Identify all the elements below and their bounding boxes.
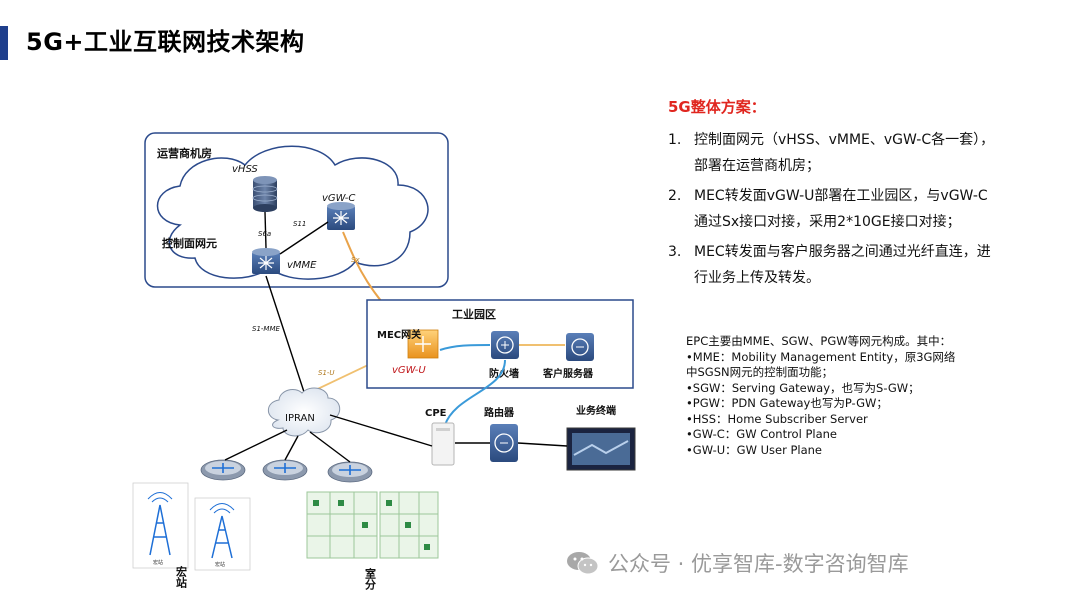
firewall-label: 防火墙 [489, 367, 519, 380]
plan-item: 2.MEC转发面vGW-U部署在工业园区，与vGW-C通过Sx接口对接，采用2*… [668, 188, 988, 230]
firewall-icon [491, 331, 519, 359]
s6a-link [264, 211, 267, 249]
customer-server-label: 客户服务器 [542, 367, 594, 380]
hub-icon-1 [200, 459, 246, 481]
hub-icon-3 [327, 461, 373, 483]
vgwc-switch-icon [327, 202, 355, 230]
plan-panel: 5G整体方案： 1.控制面网元（vHSS、vMME、vGW-C各一套），部署在运… [668, 96, 998, 295]
plan-item: 1.控制面网元（vHSS、vMME、vGW-C各一套），部署在运营商机房； [668, 132, 995, 174]
indoor-distribution-icon-2 [379, 491, 439, 559]
wechat-icon [567, 552, 599, 575]
epc-line: •PGW：PDN Gateway也写为P-GW； [686, 396, 888, 410]
vmme-switch-icon [252, 248, 280, 274]
s11-label: S11 [293, 220, 306, 228]
firewall-cpe-link [444, 359, 506, 426]
hub-icon-2 [262, 459, 308, 481]
ipran-cloud-icon [267, 387, 341, 437]
epc-line: EPC主要由MME、SGW、PGW等网元构成。其中： [686, 334, 952, 348]
ipran-hub3-link [309, 431, 351, 463]
page-title: 5G+工业互联网技术架构 [26, 28, 305, 56]
mec-gateway-icon [407, 329, 439, 359]
router-terminal-link [517, 442, 568, 447]
cpe-device-icon [431, 422, 455, 466]
ipran-hub1-link [224, 429, 288, 461]
macro-station-label: 宏站 [175, 565, 188, 589]
s1mme-link [265, 275, 306, 396]
epc-line: •SGW：Serving Gateway，也写为S-GW； [686, 380, 920, 395]
ipran-label: IPRAN [285, 413, 315, 424]
s1mme-label: S1-MME [252, 325, 281, 333]
router-icon [490, 424, 518, 462]
plan-heading: 5G整体方案： [668, 98, 766, 116]
epc-line: •GW-C：GW Control Plane [686, 427, 837, 441]
epc-notes: EPC主要由MME、SGW、PGW等网元构成。其中： •MME：Mobility… [686, 334, 1006, 458]
indoor-distribution-icon-1 [306, 491, 378, 559]
vgwc-label: vGW-C [322, 193, 355, 204]
operator-room-box [144, 132, 449, 288]
watermark-text: 公众号 · 优享智库-数字咨询智库 [608, 552, 909, 576]
router-label: 路由器 [484, 406, 515, 419]
industrial-park-label: 工业园区 [452, 307, 496, 321]
indoor-label: 室分 [364, 567, 377, 591]
business-terminal-label: 业务终端 [576, 404, 616, 417]
operator-cloud [156, 145, 429, 280]
vmme-label: vMME [287, 260, 317, 271]
cpe-label: CPE [425, 408, 447, 419]
macro-station-caption-1: 宏站 [153, 559, 163, 566]
macro-station-icon-1 [132, 482, 189, 569]
ipran-cpe-link [329, 414, 433, 447]
vgwu-label: vGW-U [392, 365, 426, 376]
operator-room-label: 运营商机房 [157, 146, 212, 160]
control-plane-label: 控制面网元 [162, 236, 217, 250]
s6a-label: S6a [258, 230, 271, 238]
macro-station-caption-2: 宏站 [215, 561, 225, 568]
vhss-label: vHSS [232, 164, 258, 175]
epc-line: 中SGSN网元的控制面功能； [686, 365, 834, 379]
mec-gateway-label: MEC网关 [377, 328, 421, 341]
epc-line: •MME：Mobility Management Entity，原3G网络 [686, 349, 956, 364]
business-terminal-icon [566, 427, 636, 471]
s11-link [279, 221, 329, 255]
mec-firewall-link [439, 344, 491, 351]
ipran-hub2-link [284, 435, 299, 461]
architecture-diagram: 运营商机房 控制面网元 vHSS vGW-C vMME S6a S11 Sx S… [132, 132, 636, 591]
epc-line: •GW-U：GW User Plane [686, 442, 823, 457]
customer-server-icon [566, 333, 594, 361]
plan-list: 1.控制面网元（vHSS、vMME、vGW-C各一套），部署在运营商机房； 2.… [668, 127, 998, 291]
title-accent-bar [0, 26, 8, 60]
epc-line: •HSS：Home Subscriber Server [686, 411, 868, 426]
s1u-label: S1-U [318, 369, 335, 377]
watermark: 公众号 · 优享智库-数字咨询智库 [566, 548, 909, 578]
vhss-database-icon [252, 176, 278, 212]
sx-label: Sx [351, 256, 360, 264]
plan-item: 3.MEC转发面与客户服务器之间通过光纤直连，进行业务上传及转发。 [668, 244, 991, 286]
macro-station-icon-2 [194, 497, 251, 571]
